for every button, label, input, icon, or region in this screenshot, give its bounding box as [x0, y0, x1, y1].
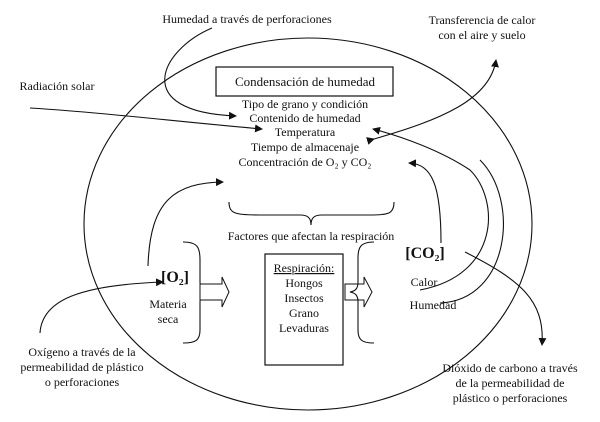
factors-caption: Factores que afectan la respiración — [228, 229, 395, 243]
co2-out-label: plástico o perforaciones — [453, 391, 568, 405]
dry-matter-label: seca — [158, 312, 179, 326]
moisture-perforations-label: Humedad a través de perforaciones — [162, 12, 332, 26]
oxygen-in-label: Oxígeno a través de la — [28, 345, 136, 359]
heat-to-temperature-arrow — [372, 126, 489, 291]
respiration-item: Insectos — [284, 291, 324, 305]
heat-transfer-label: Transferencia de calor — [429, 13, 536, 27]
respiration-title: Respiración: — [274, 261, 335, 275]
condensation-label: Condensación de humedad — [235, 74, 376, 89]
moisture-to-temperature-arrow — [439, 159, 504, 304]
moisture-arrow — [164, 27, 237, 120]
storage-boundary-ellipse — [83, 37, 533, 411]
heat-transfer-arrow — [366, 59, 499, 145]
factor-item: Contenido de humedad — [249, 111, 360, 125]
outputs-brace — [349, 241, 375, 344]
factor-item: Tipo de grano y condición — [242, 97, 368, 111]
factor-item: Temperatura — [275, 125, 336, 139]
condensation-box — [215, 66, 394, 97]
co2-out-label: de la permeabilidad de — [456, 376, 565, 390]
factor-item: Tiempo de almacenaje — [251, 140, 359, 154]
co2-label: [CO₂] — [405, 245, 444, 262]
factor-item: Concentración de O₂ y CO₂ — [238, 155, 371, 169]
oxygen-in-label: o perforaciones — [45, 375, 120, 389]
moisture-output-label: Humedad — [410, 298, 457, 312]
co2-concentration-arrow — [408, 159, 442, 244]
co2-out-label: Dióxido de carbono a través — [442, 361, 578, 375]
respiration-item: Levaduras — [279, 321, 329, 335]
hollow-arrow-in — [199, 276, 230, 308]
respiration-item: Grano — [289, 306, 319, 320]
o2-label: [O₂] — [161, 269, 189, 286]
heat-label: Calor — [411, 275, 438, 289]
heat-transfer-label: con el aire y suelo — [438, 28, 525, 42]
oxygen-in-label: permeabilidad de plástico — [20, 360, 143, 374]
hollow-arrow-out — [344, 276, 373, 308]
solar-radiation-label: Radiación solar — [20, 79, 95, 93]
o2-concentration-arrow — [147, 178, 224, 267]
respiration-box — [264, 253, 344, 366]
respiration-item: Hongos — [285, 276, 323, 290]
factors-brace — [228, 201, 395, 226]
oxygen-in-arrow — [39, 278, 164, 334]
dry-matter-label: Materia — [149, 297, 187, 311]
solar-radiation-arrow — [29, 107, 263, 133]
co2-out-arrow — [464, 251, 547, 346]
